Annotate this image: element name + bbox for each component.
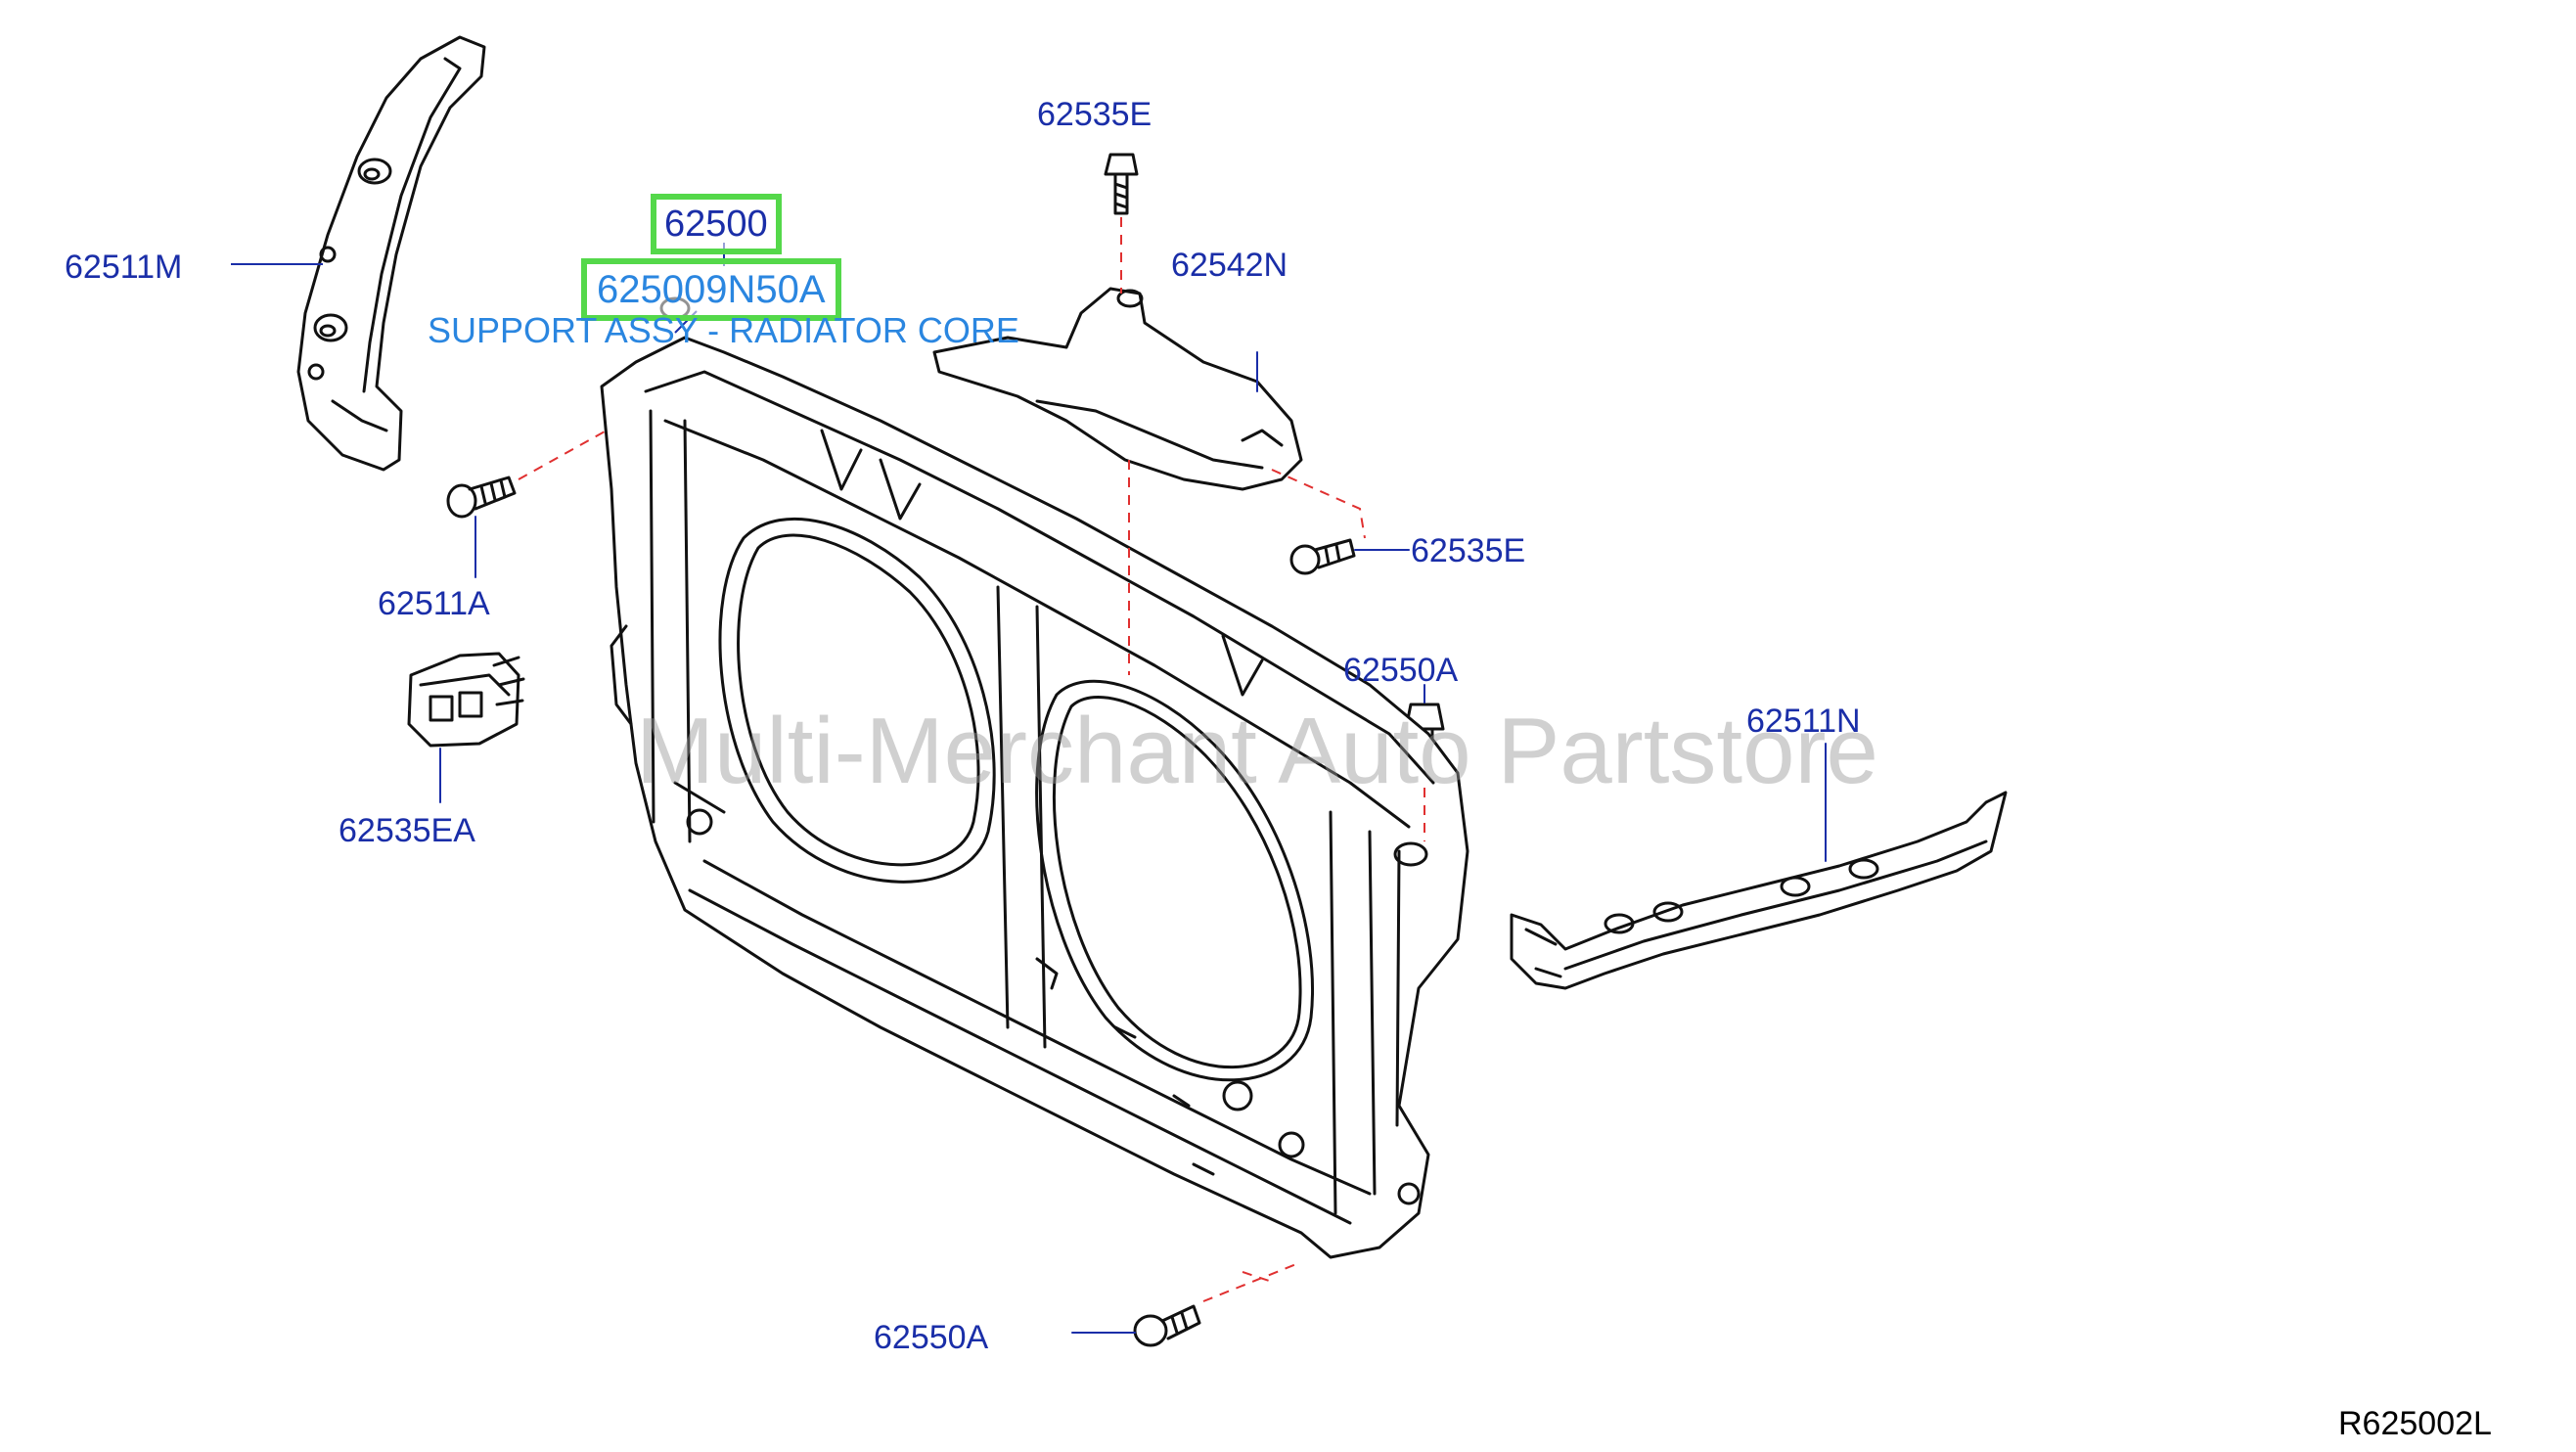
callout-62511n: 62511N [1746, 703, 1861, 740]
callout-62542n: 62542N [1171, 247, 1288, 284]
guide-lines [518, 217, 1425, 1302]
bolt-62511a-drawing [446, 476, 517, 578]
callout-62550a-bottom: 62550A [874, 1319, 989, 1356]
callout-62511m: 62511M [65, 249, 183, 286]
callout-62535e-mid: 62535E [1411, 532, 1526, 569]
connector-62535ea-drawing [407, 652, 525, 803]
callout-62550a-mid: 62550A [1343, 652, 1459, 689]
bolt-62535e-top-drawing [1104, 153, 1139, 215]
watermark: Multi-Merchant Auto Partstore [636, 699, 1878, 803]
diagram-code: R625002L [2338, 1405, 2492, 1442]
bracket-62511m-drawing [296, 35, 486, 472]
bracket-62511n-drawing [1510, 743, 2008, 990]
part-description: SUPPORT ASSY - RADIATOR CORE [428, 310, 1019, 350]
highlight-full-number[interactable]: 625009N50A [581, 258, 841, 321]
bolt-62535e-mid-drawing [1289, 538, 1410, 575]
cover-62542n-drawing [932, 287, 1303, 491]
callout-62535ea: 62535EA [339, 812, 475, 849]
callout-62511a: 62511A [378, 585, 490, 622]
callout-62535e-top: 62535E [1037, 96, 1152, 133]
bolt-62550a-bottom-drawing [1071, 1304, 1201, 1347]
highlight-part-number[interactable]: 62500 [651, 194, 782, 254]
radiator-core-support-drawing [600, 296, 1469, 1259]
